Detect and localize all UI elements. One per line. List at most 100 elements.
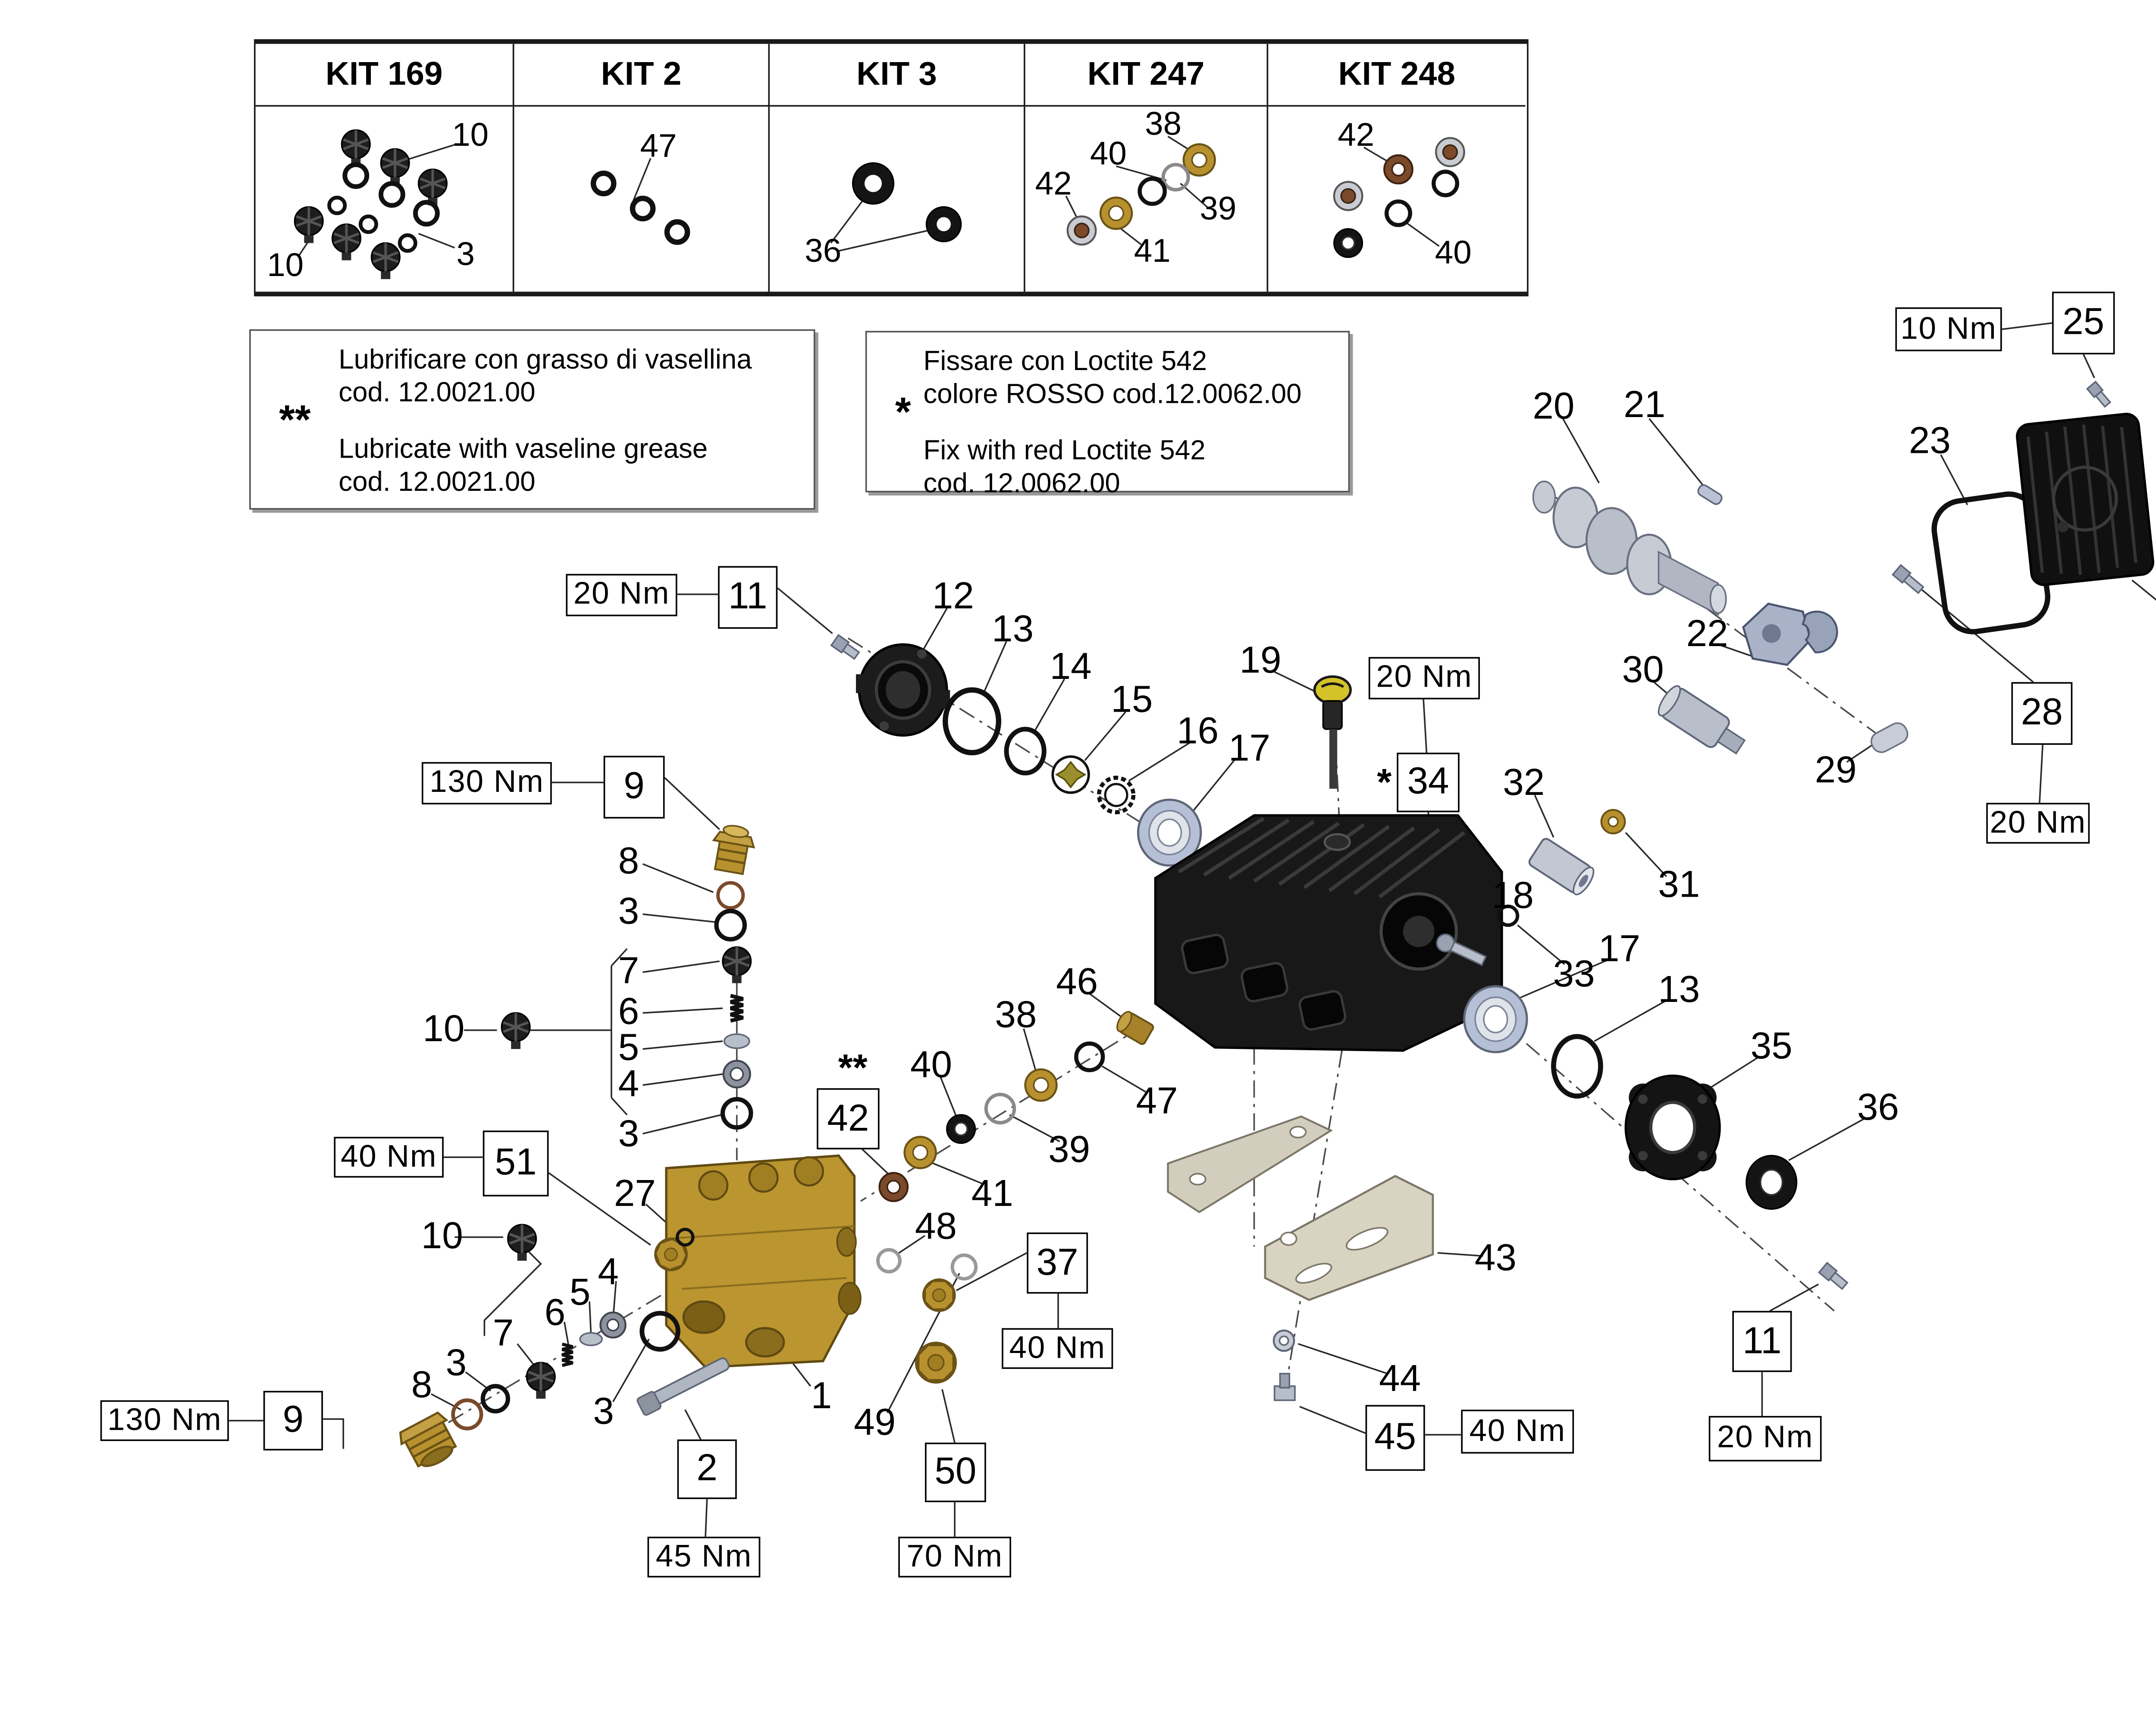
label-6a: 6 <box>618 991 639 1033</box>
kit-3-parts <box>852 162 962 242</box>
kit248-label-42: 42 <box>1338 117 1375 154</box>
torque-40nm-51: 40 Nm <box>334 1136 444 1178</box>
label-46: 46 <box>1056 961 1098 1004</box>
kit-169-parts <box>295 130 447 279</box>
kit169-label-10-bottom: 10 <box>267 248 304 284</box>
part-seal-38 <box>1025 1069 1057 1101</box>
kit-column-3: KIT 3 <box>770 44 1025 292</box>
label-4b: 4 <box>598 1251 619 1294</box>
label-35: 35 <box>1750 1025 1792 1068</box>
part-connecting-rod-22 <box>1742 603 1838 666</box>
kit248-label-40: 40 <box>1435 235 1472 271</box>
part-seal-42 <box>880 1173 908 1201</box>
part-box-9-bottom: 9 <box>263 1391 323 1450</box>
label-23: 23 <box>1908 420 1951 463</box>
kit247-label-39: 39 <box>1200 191 1237 228</box>
kit-2-title: KIT 2 <box>514 44 768 107</box>
valve-stack-top <box>720 947 753 1130</box>
part-pump-head-1 <box>665 1154 862 1369</box>
part-washer-5-bottom <box>579 1332 603 1347</box>
label-40: 40 <box>910 1044 953 1087</box>
part-washer-31 <box>1600 809 1626 835</box>
label-49: 49 <box>854 1402 896 1444</box>
part-box-34: 34 <box>1397 753 1460 813</box>
kit247-label-41: 41 <box>1134 233 1171 270</box>
kit-3-title: KIT 3 <box>770 44 1024 107</box>
kit-169-title: KIT 169 <box>255 44 513 107</box>
part-box-2: 2 <box>677 1439 737 1499</box>
part-bushing-46 <box>1116 1011 1154 1045</box>
label-3c: 3 <box>445 1342 467 1385</box>
label-32: 32 <box>1503 762 1545 805</box>
note-line-it-1: Lubrificare con grasso di vasellina <box>338 343 752 375</box>
kit-248-parts <box>1334 138 1464 258</box>
kit169-label-10-top: 10 <box>452 117 489 154</box>
bolt-11-top <box>830 634 860 660</box>
label-22: 22 <box>1686 613 1728 656</box>
part-sleeve-32 <box>1528 838 1595 895</box>
label-43: 43 <box>1474 1237 1517 1280</box>
label-38: 38 <box>995 994 1037 1037</box>
kit-2-parts <box>590 170 690 245</box>
label-18: 18 <box>1492 875 1534 917</box>
label-33: 33 <box>1553 953 1595 996</box>
part-oring-13-right <box>1551 1034 1603 1099</box>
part-oil-dipstick-19 <box>1313 675 1352 789</box>
label-3b: 3 <box>618 891 639 933</box>
label-3d: 3 <box>593 1391 614 1433</box>
kit-column-169: KIT 169 <box>255 44 514 292</box>
part-oring-27-head <box>675 1227 695 1247</box>
part-seal-40 <box>946 1114 976 1144</box>
label-31: 31 <box>1658 864 1700 907</box>
torque-40nm-45: 40 Nm <box>1461 1409 1574 1454</box>
kit-column-248: KIT 248 <box>1268 44 1526 292</box>
part-bracket-small <box>1167 1115 1333 1213</box>
label-3a: 3 <box>618 1113 639 1156</box>
label-12: 12 <box>932 575 974 618</box>
part-pin-29 <box>1871 722 1908 753</box>
note-lubricate-marker: ** <box>279 395 311 443</box>
label-27b: 27 <box>614 1173 656 1215</box>
label-17a: 17 <box>1228 727 1271 770</box>
part-oring-47 <box>1074 1041 1105 1073</box>
part-bracket-43 <box>1264 1175 1434 1301</box>
note-line-it-1: Fissare con Loctite 542 <box>923 345 1207 377</box>
part-valve-10-upper <box>501 1013 530 1049</box>
torque-10nm: 10 Nm <box>1895 307 2002 352</box>
label-16: 16 <box>1177 710 1219 753</box>
part-seal-41 <box>905 1137 936 1168</box>
part-bolt-25 <box>2086 380 2112 408</box>
kit3-label-36: 36 <box>805 233 842 270</box>
note-loctite-marker: * <box>895 387 911 435</box>
kit-table: KIT 169 KIT 2 KIT 3 KIT 247 KIT 248 <box>254 39 1529 297</box>
kit169-label-3: 3 <box>456 236 475 273</box>
note-loctite: * Fissare con Loctite 542 colore ROSSO c… <box>865 331 1350 499</box>
label-6b: 6 <box>544 1292 566 1334</box>
marker-star-34: * <box>1377 762 1392 805</box>
kit247-label-38: 38 <box>1145 107 1182 143</box>
label-8b: 8 <box>411 1364 432 1407</box>
torque-70nm: 70 Nm <box>898 1536 1011 1578</box>
note-line-it-2: cod. 12.0021.00 <box>338 376 536 408</box>
part-plug-37 <box>923 1280 955 1311</box>
part-bolt-11-bottom <box>1818 1262 1849 1290</box>
part-star-washer-15 <box>1051 755 1090 794</box>
part-oring-8-bottom <box>451 1398 483 1431</box>
marker-double-star-42: ** <box>838 1047 868 1090</box>
part-box-11-bottom: 11 <box>1732 1311 1792 1372</box>
kit-247-title: KIT 247 <box>1025 44 1267 107</box>
torque-20nm-11b: 20 Nm <box>1708 1416 1822 1462</box>
part-box-51: 51 <box>483 1130 549 1196</box>
torque-130nm-top: 130 Nm <box>421 762 552 805</box>
part-oil-seal-36 <box>1745 1155 1798 1210</box>
kit-column-247: KIT 247 <box>1025 44 1269 292</box>
label-20: 20 <box>1532 386 1575 428</box>
part-crankcase-18 <box>1154 814 1503 1052</box>
part-stud-bolt-2 <box>636 1357 730 1416</box>
part-screw-34 <box>1436 933 1487 967</box>
kit-column-2: KIT 2 <box>514 44 770 292</box>
part-box-11-flange: 11 <box>718 566 778 629</box>
part-oring-49 <box>950 1253 978 1281</box>
torque-20nm-flange: 20 Nm <box>566 574 677 616</box>
